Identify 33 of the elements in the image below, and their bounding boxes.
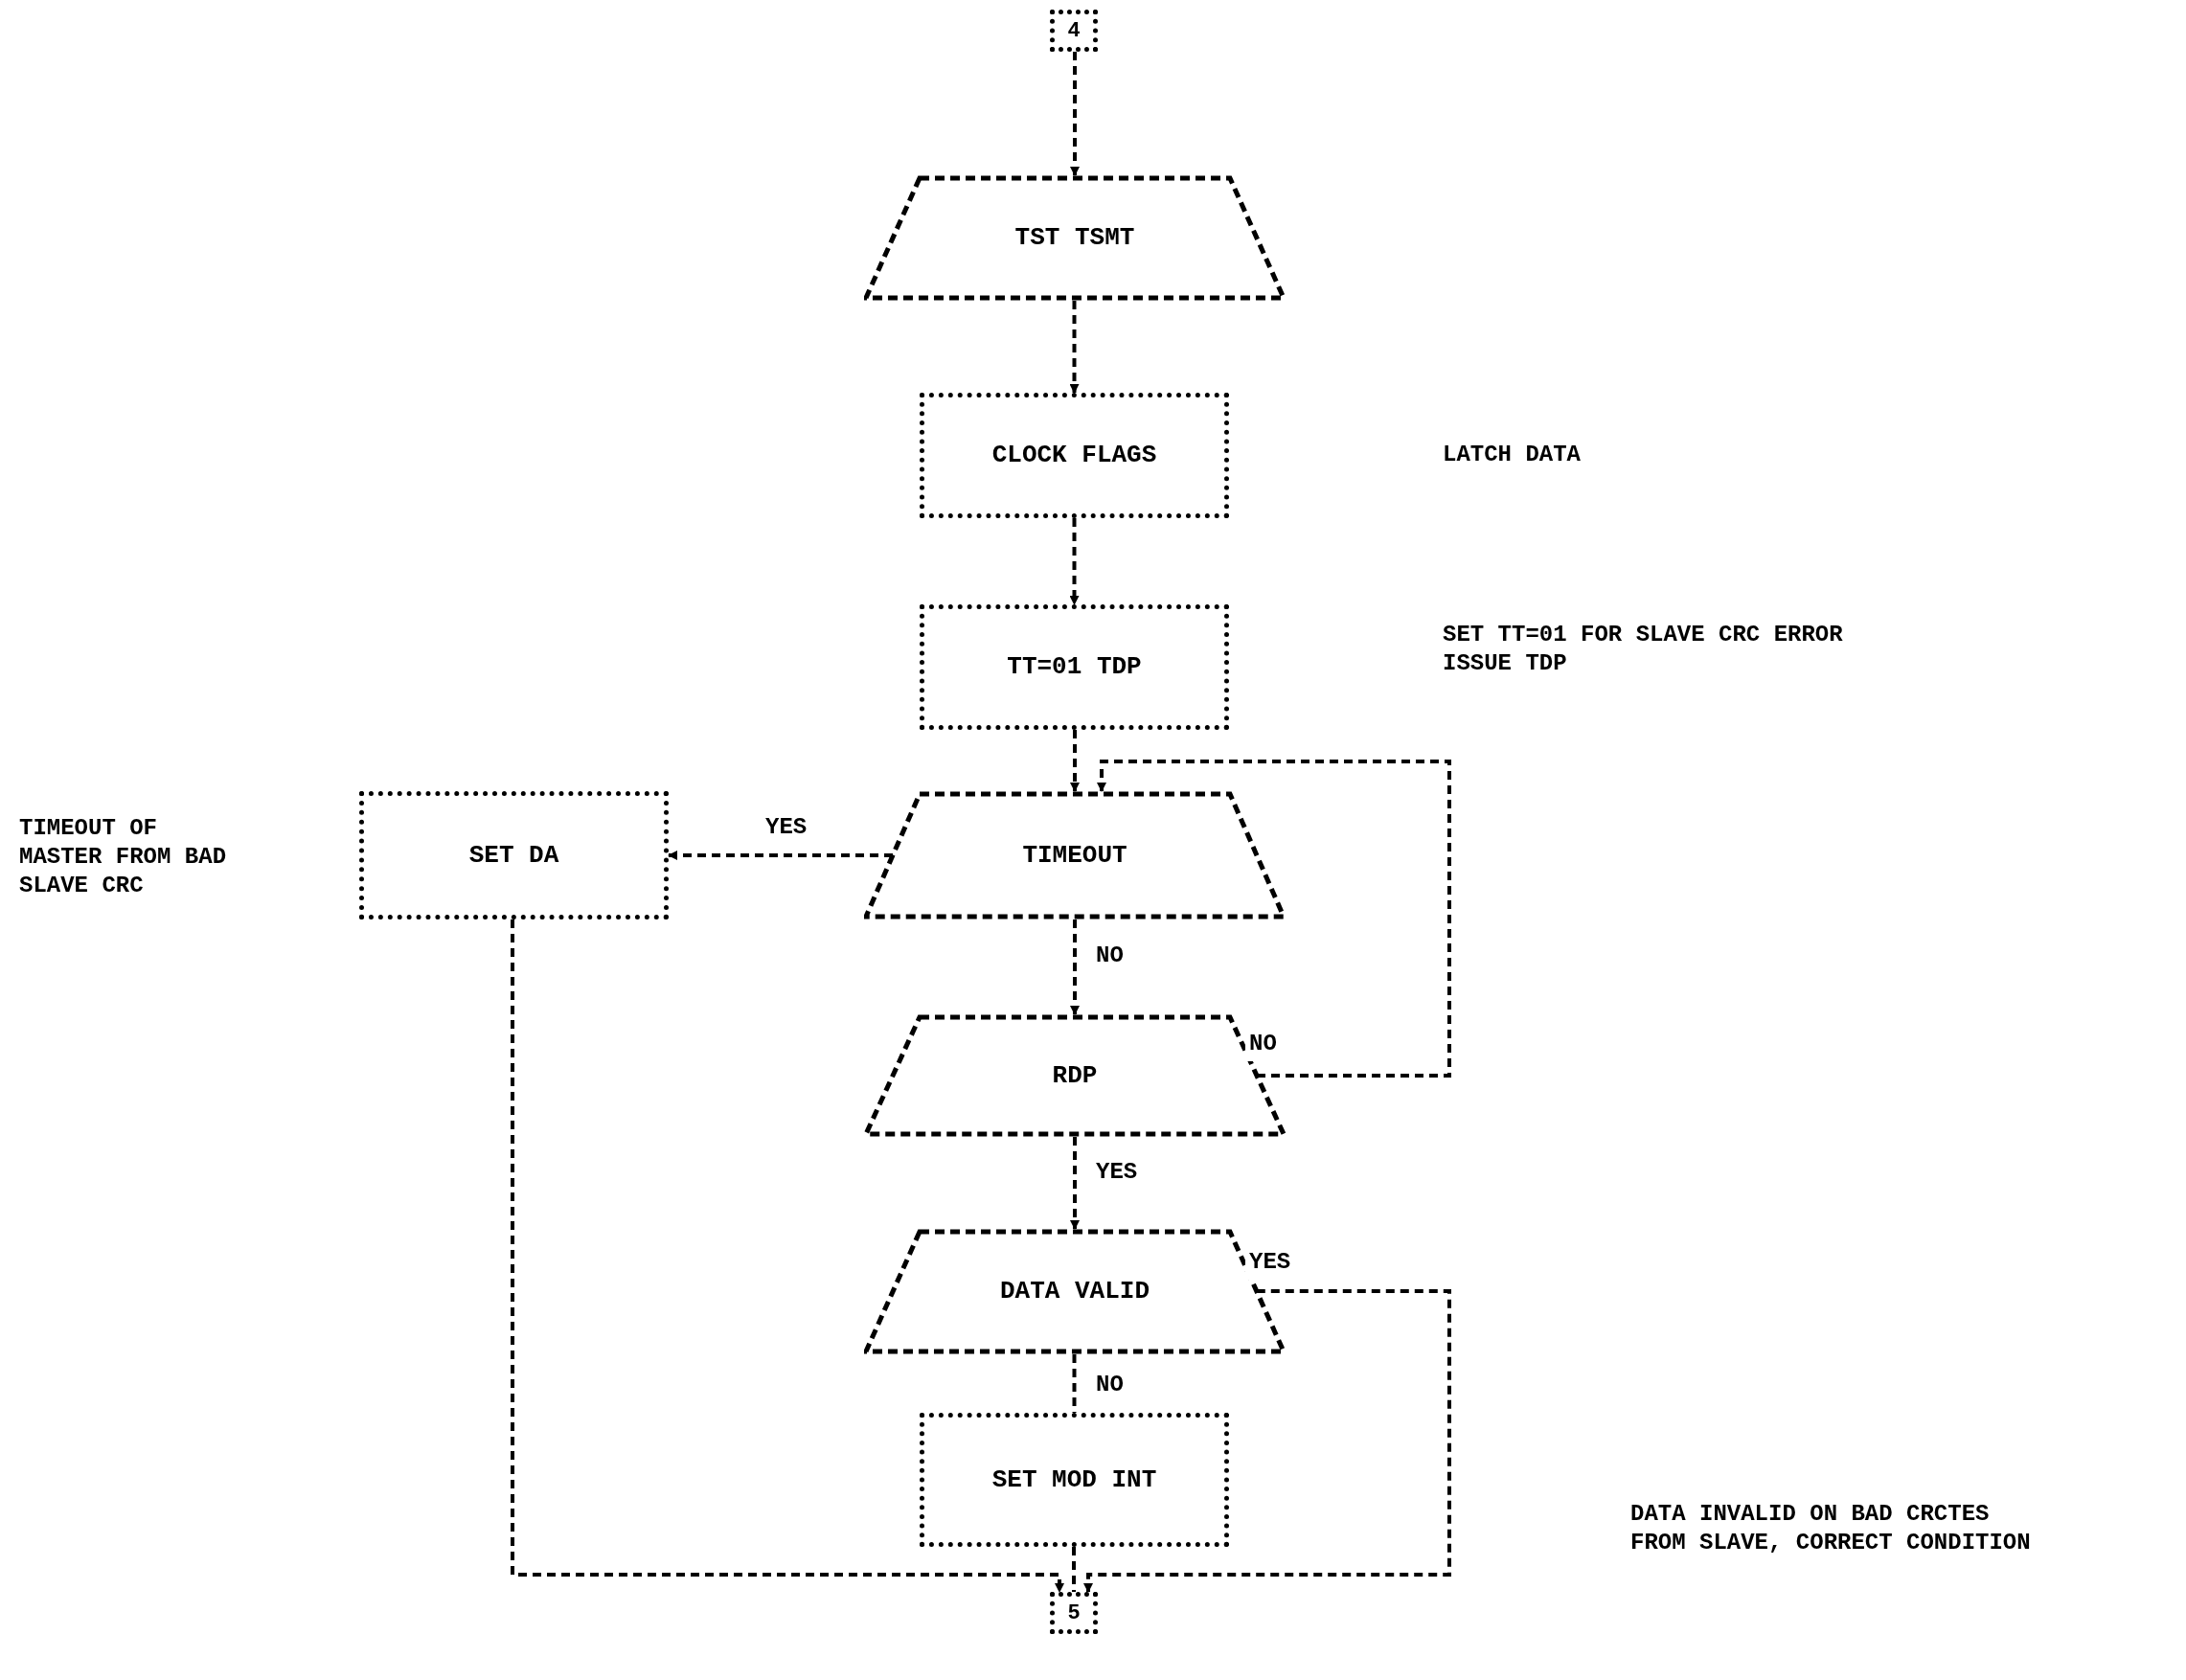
- node-text: 5: [1067, 1600, 1081, 1627]
- annotation-text: LATCH DATA: [1443, 441, 1583, 469]
- page-connector: [1050, 10, 1098, 52]
- node-text: TIMEOUT: [1022, 839, 1127, 872]
- decision-trapezoid: [864, 791, 1286, 919]
- arrow: [1083, 1289, 1451, 1593]
- arrow: [1097, 760, 1451, 1078]
- node-text: TST TSMT: [1014, 222, 1135, 254]
- process-box: [359, 791, 669, 919]
- process-box: [920, 1413, 1229, 1547]
- arrow: [1070, 919, 1080, 1015]
- annotation-text: DATA INVALID ON BAD CRCTES FROM SLAVE, CORRECT CONDITION: [1630, 1500, 2032, 1557]
- arrow: [1070, 730, 1080, 792]
- annotation-text: TIMEOUT OF MASTER FROM BAD SLAVE CRC: [19, 814, 228, 900]
- process-box: [920, 604, 1229, 730]
- node-text: DATA VALID: [1000, 1276, 1150, 1307]
- node-text: SET DA: [468, 839, 559, 872]
- arrow: [511, 919, 1064, 1593]
- decision-trapezoid: [864, 1014, 1286, 1137]
- decision-trapezoid: [864, 175, 1286, 301]
- node-text: SET MOD INT: [991, 1464, 1157, 1496]
- arrow: [1069, 518, 1080, 605]
- node-text: TT=01 TDP: [1007, 651, 1142, 683]
- arrow: [668, 851, 893, 860]
- node-text: RDP: [1052, 1059, 1098, 1092]
- node-text: 4: [1067, 17, 1081, 45]
- node-text: CLOCK FLAGS: [991, 440, 1157, 471]
- arrow: [1070, 52, 1080, 176]
- arrow: [1069, 301, 1080, 394]
- page-connector: [1050, 1592, 1098, 1634]
- arrow: [1070, 1137, 1080, 1230]
- process-box: [920, 393, 1229, 518]
- annotation-text: SET TT=01 FOR SLAVE CRC ERROR ISSUE TDP: [1443, 621, 1844, 678]
